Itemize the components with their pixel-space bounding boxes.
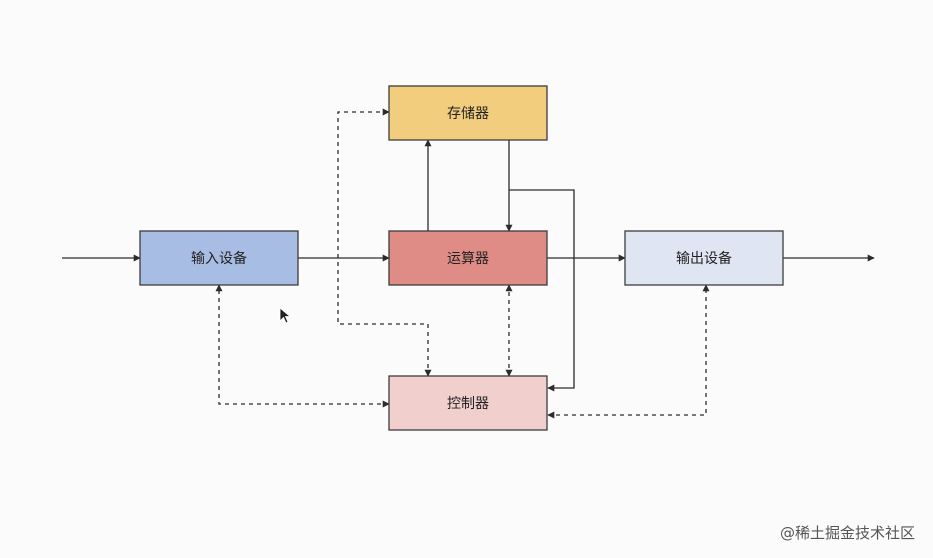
- node-alu: 运算器: [388, 230, 548, 286]
- node-output: 输出设备: [624, 230, 784, 286]
- node-alu-box: [388, 230, 548, 286]
- node-controller: 控制器: [388, 375, 548, 431]
- node-output-box: [624, 230, 784, 286]
- node-input-label: 输入设备: [191, 250, 247, 267]
- mouse-cursor-icon: [279, 307, 291, 324]
- connections: [62, 108, 875, 419]
- node-controller-label: 控制器: [447, 396, 489, 412]
- dashed-controller-to-memory: [337, 108, 432, 377]
- node-output-label: 输出设备: [676, 250, 732, 267]
- node-controller-box: [388, 375, 548, 431]
- node-input-box: [139, 230, 299, 286]
- source-watermark: @稀土掘金技术社区: [780, 524, 915, 542]
- node-memory-box: [388, 85, 548, 141]
- node-memory-label: 存储器: [447, 106, 489, 122]
- dashed-controller-output: [547, 284, 710, 419]
- node-memory: 存储器: [388, 85, 548, 141]
- dashed-controller-input: [215, 284, 390, 408]
- node-input: 输入设备: [139, 230, 299, 286]
- node-alu-label: 运算器: [447, 251, 489, 267]
- arrow-memory-to-controller: [509, 189, 575, 392]
